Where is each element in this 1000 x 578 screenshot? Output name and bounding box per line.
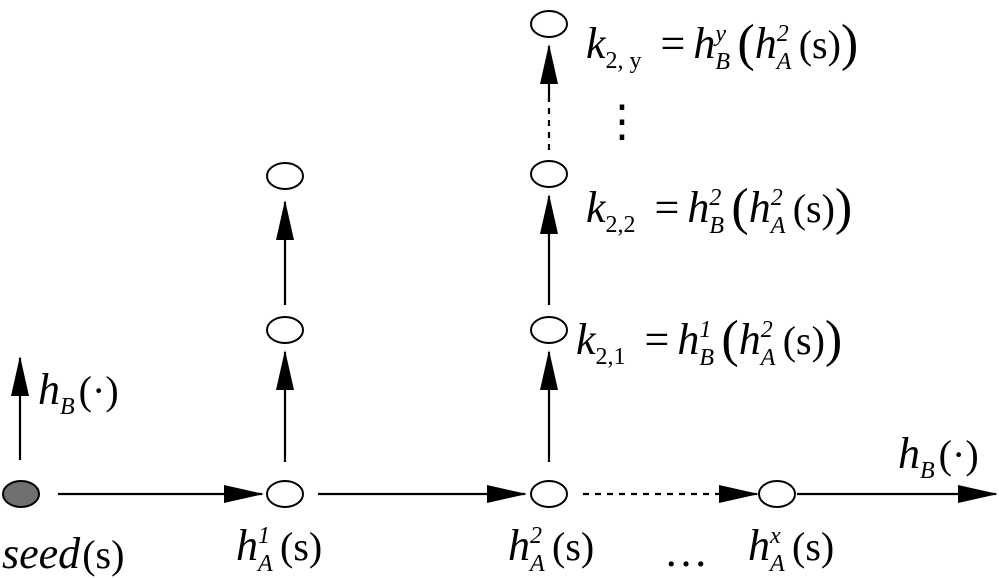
hb-right-label: hB(·) — [898, 429, 979, 484]
hx-node — [758, 480, 796, 508]
hb-left-label: hB(·) — [38, 365, 119, 420]
ellipsis-label: … — [664, 527, 708, 576]
k21-node — [530, 316, 568, 344]
h1-node — [266, 480, 304, 508]
seed-node — [2, 480, 40, 508]
k22-node — [530, 160, 568, 188]
k2y-node — [530, 10, 568, 38]
vertical-ellipsis: ⋮ — [600, 97, 644, 146]
seed-label: seed(s) — [2, 529, 125, 578]
h2-node — [530, 480, 568, 508]
h1-child-node-2 — [266, 162, 304, 190]
h1-child-node-1 — [266, 316, 304, 344]
